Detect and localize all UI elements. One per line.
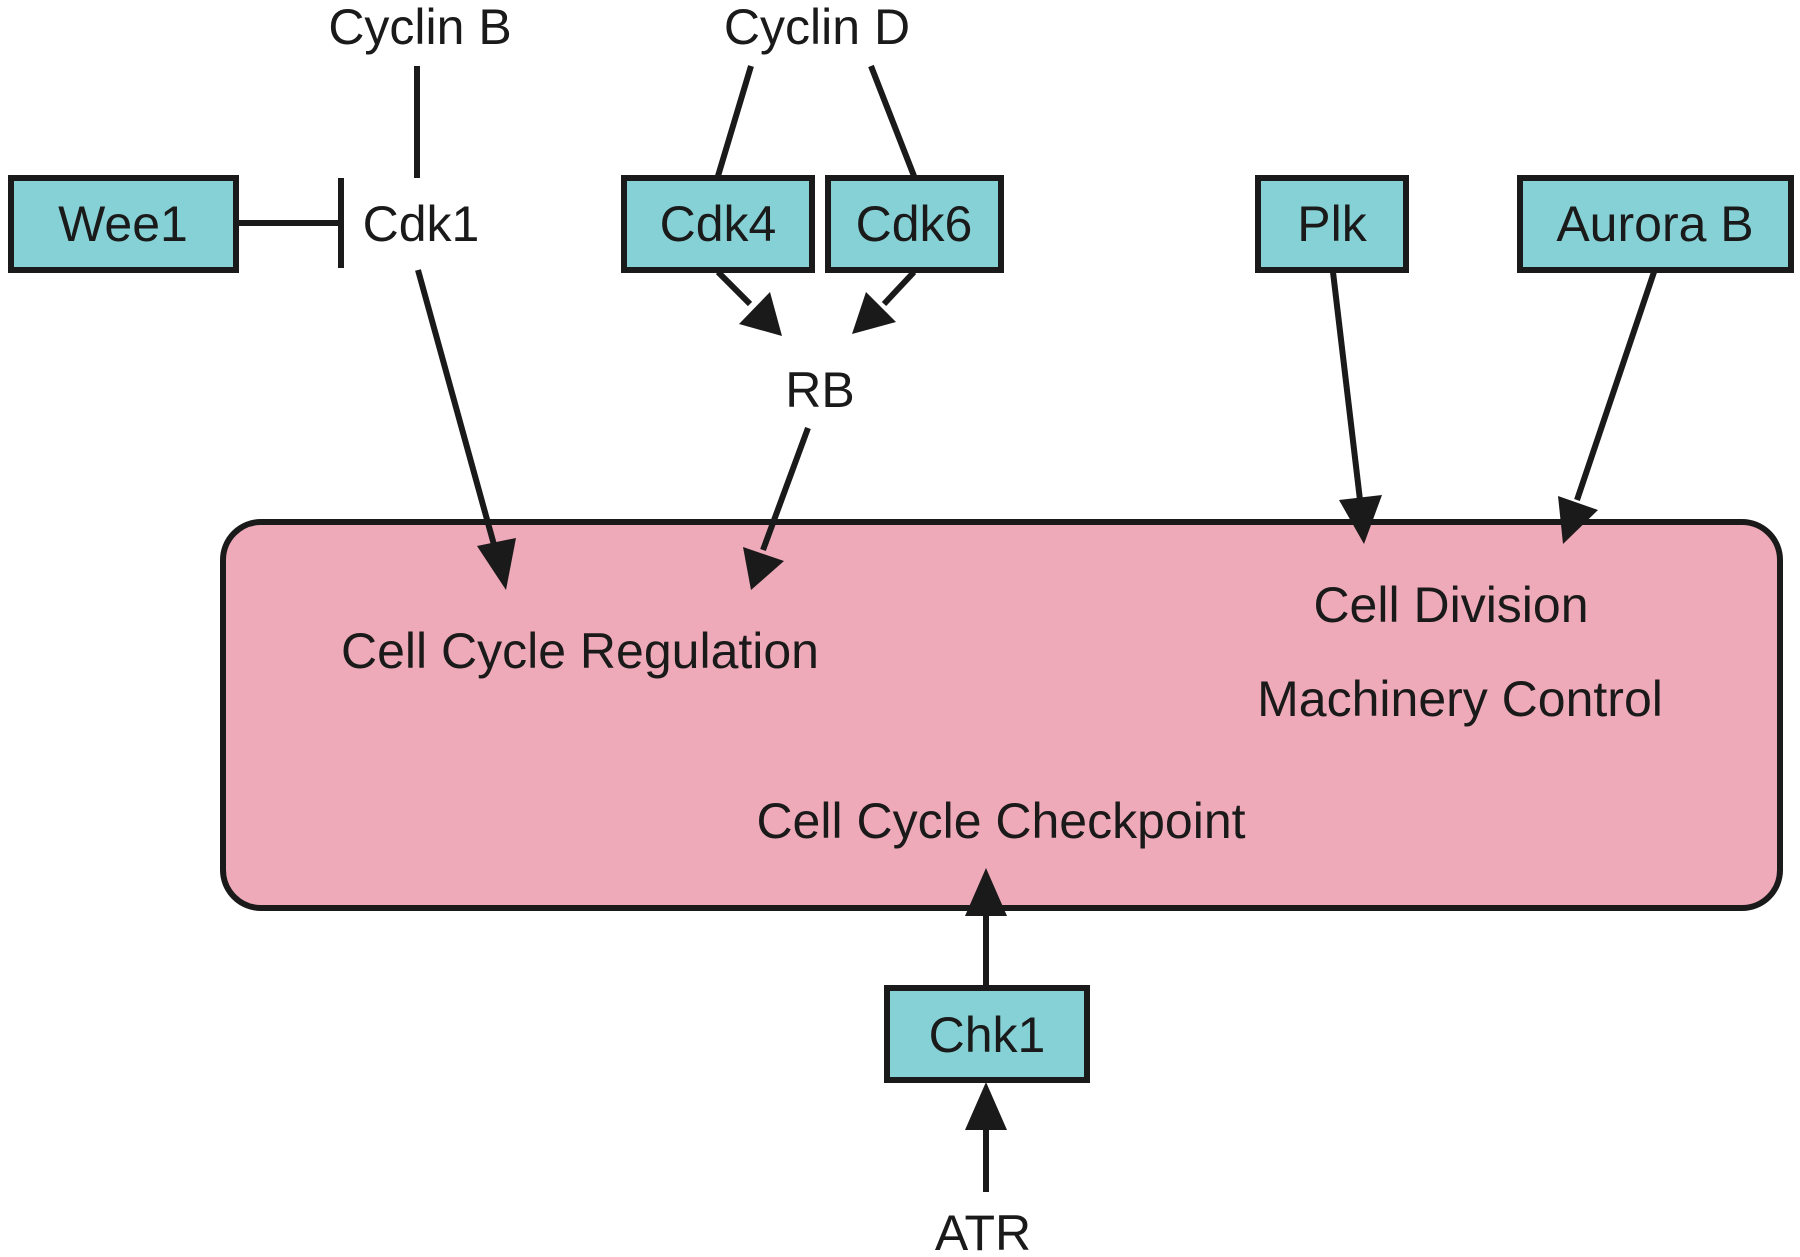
machinery-control-label: Machinery Control — [1257, 671, 1663, 727]
arrowhead — [852, 292, 896, 334]
cdk4-box — [621, 175, 815, 273]
edge-cyclin-d-cdk4 — [715, 65, 754, 177]
edge-cdk1-cell-cycle-regulation — [415, 269, 499, 553]
chk1-box — [884, 985, 1090, 1083]
edge-aurora-b-cell-division — [1574, 271, 1657, 501]
arrowhead — [739, 292, 782, 336]
cell-division-label: Cell Division — [1313, 577, 1588, 633]
plk-box — [1255, 175, 1409, 273]
cdk1-label: Cdk1 — [363, 196, 480, 252]
edge-cdk6-rb — [881, 269, 917, 307]
arrowhead — [1558, 496, 1598, 544]
arrowhead — [965, 1082, 1007, 1130]
edge-plk-cell-division — [1330, 271, 1363, 501]
aurora-b-box — [1517, 175, 1794, 273]
cdk4-label: Cdk4 — [660, 196, 777, 252]
arrowhead — [743, 547, 784, 590]
cdk6-label: Cdk6 — [856, 196, 973, 252]
rb-label: RB — [785, 362, 854, 418]
atr-label: ATR — [935, 1205, 1031, 1257]
edge-cdk4-rb — [715, 269, 753, 307]
chk1-label: Chk1 — [929, 1007, 1046, 1063]
cyclin-b-label: Cyclin B — [328, 0, 511, 55]
wee1-box — [8, 175, 239, 273]
arrowhead — [965, 868, 1007, 916]
cdk6-box — [825, 175, 1004, 273]
edge-rb-cell-cycle-regulation — [760, 426, 811, 552]
edge-cyclin-d-cdk6 — [868, 64, 917, 178]
cell-cycle-checkpoint-label: Cell Cycle Checkpoint — [756, 793, 1245, 849]
arrowhead — [477, 538, 516, 590]
aurora-b-label: Aurora B — [1556, 196, 1753, 252]
wee1-label: Wee1 — [58, 196, 188, 252]
plk-label: Plk — [1297, 196, 1367, 252]
arrowhead — [1339, 495, 1382, 544]
cyclin-d-label: Cyclin D — [724, 0, 910, 55]
cell-cycle-regulation-label: Cell Cycle Regulation — [341, 623, 819, 679]
